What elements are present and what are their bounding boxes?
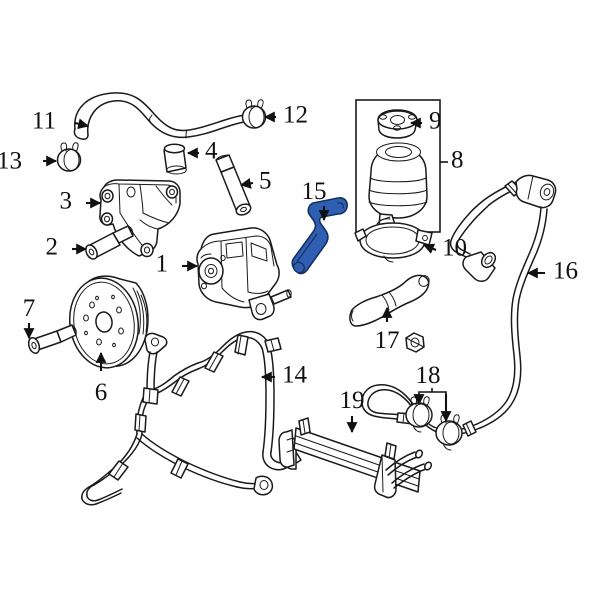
part-bracket-bolt-lower: [85, 225, 134, 260]
part-bracket-bolt-upper: [215, 154, 252, 216]
callout-number-16: 16: [553, 258, 578, 285]
part-cooler-hose-clamps: [405, 396, 463, 451]
callout-number-19: 19: [340, 387, 365, 414]
callout-number-6: 6: [95, 379, 108, 406]
part-hose-clamp-lower: [56, 142, 82, 172]
callout-number-10: 10: [442, 235, 467, 262]
callout-number-9: 9: [429, 108, 442, 135]
callout-number-18: 18: [416, 362, 441, 389]
callout-number-13: 13: [0, 148, 22, 175]
part-suction-hose: [73, 92, 260, 140]
callout-number-8: 8: [451, 147, 464, 174]
callout-number-5: 5: [259, 168, 272, 195]
part-power-steering-oil-cooler: [278, 417, 433, 499]
part-reservoir-cap: [377, 109, 418, 139]
callout-numbers: 1 2 3 4 5 6 7 8 9 10 11 12 13 14 15 16 1…: [0, 102, 578, 414]
callout-number-17: 17: [375, 327, 400, 354]
part-power-steering-pump: [196, 227, 292, 321]
callout-number-1: 1: [156, 251, 169, 278]
callout-number-3: 3: [60, 188, 73, 215]
part-hose-sleeve: [163, 143, 187, 175]
part-reservoir-retaining-clamp: [354, 218, 433, 263]
callout-number-11: 11: [32, 108, 56, 135]
callout-number-2: 2: [46, 234, 59, 261]
callout-number-4: 4: [205, 138, 218, 165]
callout-number-14: 14: [282, 362, 308, 389]
part-reservoir-assembly: [355, 99, 441, 233]
part-return-hose-highlighted: [291, 197, 348, 275]
callout-number-15: 15: [302, 178, 327, 205]
callout-number-12: 12: [283, 102, 308, 129]
callout-leaders: [23, 111, 545, 434]
part-connector-hose: [349, 274, 430, 327]
part-reservoir-tank: [368, 142, 428, 232]
part-pump-pulley: [69, 275, 149, 369]
callout-number-7: 7: [23, 295, 36, 322]
